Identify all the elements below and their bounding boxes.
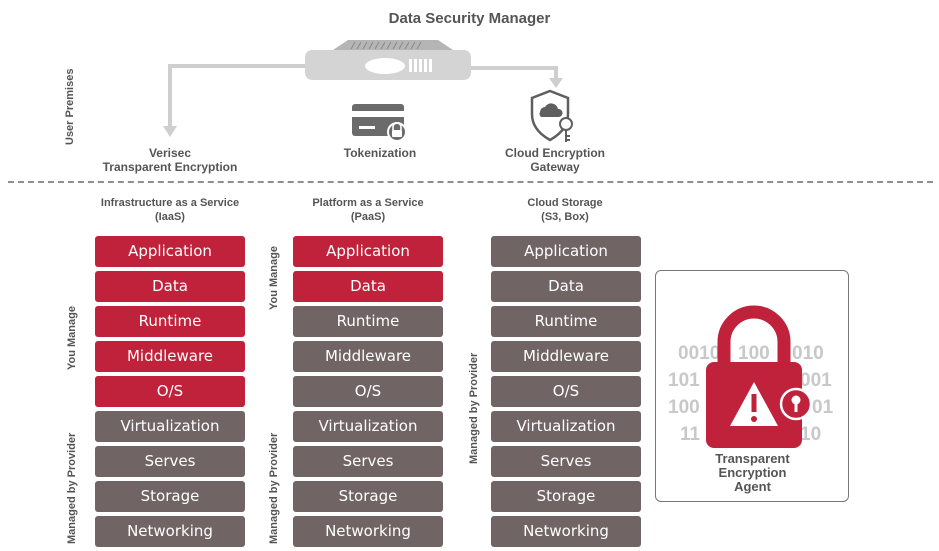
diagram-title: Data Security Manager xyxy=(388,10,551,27)
layer-o-s: O/S xyxy=(491,376,641,407)
layer-data: Data xyxy=(95,271,245,302)
layer-application: Application xyxy=(491,236,641,267)
layer-storage: Storage xyxy=(293,481,443,512)
binary-text: 101 xyxy=(668,370,700,391)
tokenization-label: Tokenization xyxy=(343,146,417,160)
layer-middleware: Middleware xyxy=(293,341,443,372)
connector-arrows xyxy=(163,64,563,137)
layer-data: Data xyxy=(491,271,641,302)
layer-runtime: Runtime xyxy=(491,306,641,337)
layer-networking: Networking xyxy=(491,516,641,547)
binary-text: 010 xyxy=(792,343,824,364)
iaas-you-manage-label: You Manage xyxy=(66,306,78,370)
binary-text: 01 xyxy=(812,397,834,418)
layer-runtime: Runtime xyxy=(95,306,245,337)
layer-virtualization: Virtualization xyxy=(491,411,641,442)
layer-middleware: Middleware xyxy=(491,341,641,372)
binary-text: 100 xyxy=(668,397,700,418)
layer-data: Data xyxy=(293,271,443,302)
binary-text: 11 xyxy=(680,424,701,445)
layer-storage: Storage xyxy=(491,481,641,512)
paas-you-manage-label: You Manage xyxy=(268,246,280,310)
layer-application: Application xyxy=(95,236,245,267)
premises-divider xyxy=(8,181,933,183)
binary-text: 100 xyxy=(738,343,770,364)
layer-o-s: O/S xyxy=(293,376,443,407)
iaas-managed-by-provider-label: Managed by Provider xyxy=(66,432,78,544)
iaas-heading: Infrastructure as a Service(IaaS) xyxy=(100,197,240,223)
layer-serves: Serves xyxy=(293,446,443,477)
server-appliance-icon xyxy=(305,40,471,80)
cloud-managed-by-provider-label: Managed by Provider xyxy=(468,352,480,464)
layer-serves: Serves xyxy=(491,446,641,477)
credit-card-lock-icon xyxy=(352,104,407,142)
layer-runtime: Runtime xyxy=(293,306,443,337)
layer-serves: Serves xyxy=(95,446,245,477)
binary-text: 0010 xyxy=(678,343,721,364)
padlock-warning-icon xyxy=(706,305,813,448)
cloud-storage-heading: Cloud Storage(S3, Box) xyxy=(527,197,603,223)
layer-o-s: O/S xyxy=(95,376,245,407)
layer-virtualization: Virtualization xyxy=(293,411,443,442)
binary-text: 001 xyxy=(800,370,832,391)
layer-application: Application xyxy=(293,236,443,267)
paas-managed-by-provider-label: Managed by Provider xyxy=(268,432,280,544)
layer-networking: Networking xyxy=(293,516,443,547)
layer-storage: Storage xyxy=(95,481,245,512)
layer-virtualization: Virtualization xyxy=(95,411,245,442)
layer-middleware: Middleware xyxy=(95,341,245,372)
cloud-shield-key-icon xyxy=(530,89,573,142)
binary-text: 10 xyxy=(800,424,822,445)
paas-heading: Platform as a Service(PaaS) xyxy=(312,197,424,223)
layer-networking: Networking xyxy=(95,516,245,547)
user-premises-label: User Premises xyxy=(64,68,76,145)
